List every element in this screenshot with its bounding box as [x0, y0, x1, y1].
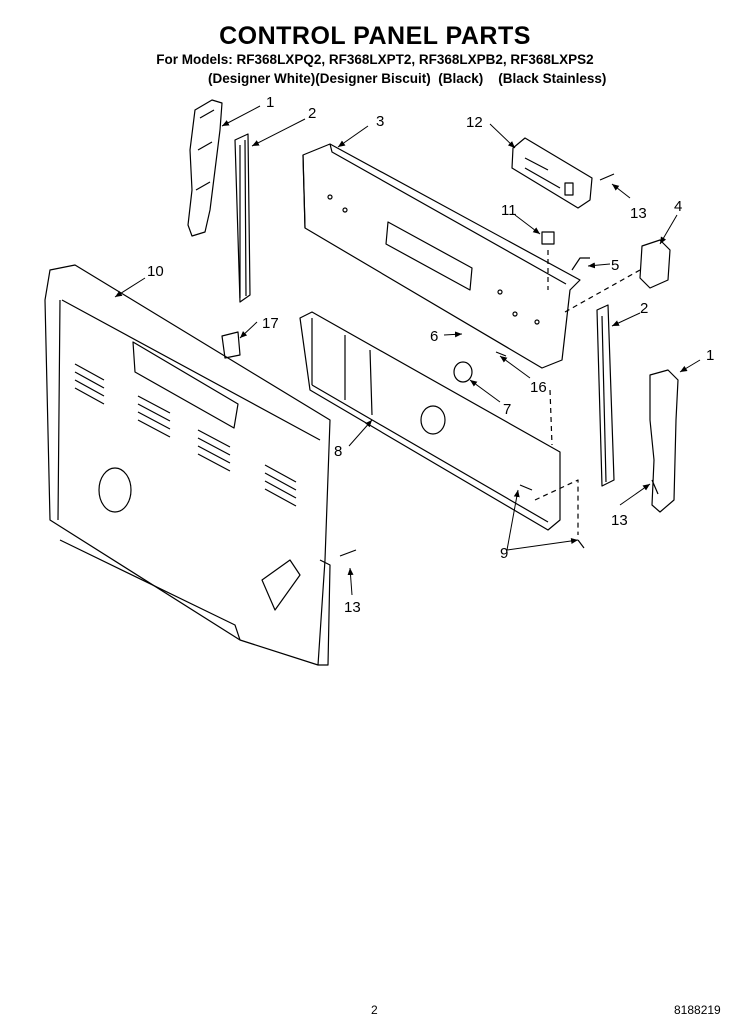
model-variants: (Designer White)(Designer Biscuit) (Blac…: [208, 71, 607, 86]
page-title: CONTROL PANEL PARTS: [219, 22, 531, 50]
side-bracket-left: [234, 133, 251, 303]
model-list: For Models: RF368LXPQ2, RF368LXPT2, RF36…: [156, 52, 594, 67]
screw-9: [519, 484, 585, 549]
screw-16: [495, 351, 507, 357]
clip: [221, 331, 241, 359]
callout-3: 3: [376, 113, 384, 130]
callout-17: 17: [262, 315, 279, 332]
callout-8: 8: [334, 443, 342, 460]
electronic-control: [511, 137, 593, 209]
callout-2-right: 2: [640, 300, 648, 317]
rear-panel: [44, 264, 331, 666]
screw-13: [339, 173, 659, 557]
callout-13-bottom: 13: [344, 599, 361, 616]
callout-1-left: 1: [266, 94, 274, 111]
callout-9: 9: [500, 545, 508, 562]
console-backguard: [302, 143, 581, 369]
side-bracket-right: [596, 304, 615, 487]
callout-16: 16: [530, 379, 547, 396]
document-number: 8188219: [674, 1003, 721, 1017]
callout-4: 4: [674, 198, 682, 215]
callout-5: 5: [611, 257, 619, 274]
clock-module: [639, 239, 671, 289]
knob: [453, 361, 473, 383]
end-cap-right: [649, 369, 679, 513]
callout-12: 12: [466, 114, 483, 131]
callout-2-left: 2: [308, 105, 316, 122]
callout-1-right: 1: [706, 347, 714, 364]
alignment-lines: [534, 250, 641, 535]
callout-13-right: 13: [611, 512, 628, 529]
end-cap-left: [187, 99, 223, 237]
callout-10: 10: [147, 263, 164, 280]
wire-harness: [571, 257, 590, 271]
vent-slots: [74, 363, 297, 507]
callout-6: 6: [430, 328, 438, 345]
control-panel-frame: [299, 311, 561, 531]
page-number: 2: [371, 1003, 378, 1017]
callout-7: 7: [503, 401, 511, 418]
callout-11: 11: [501, 202, 517, 219]
callout-13-top: 13: [630, 205, 647, 222]
connector: [541, 231, 555, 245]
